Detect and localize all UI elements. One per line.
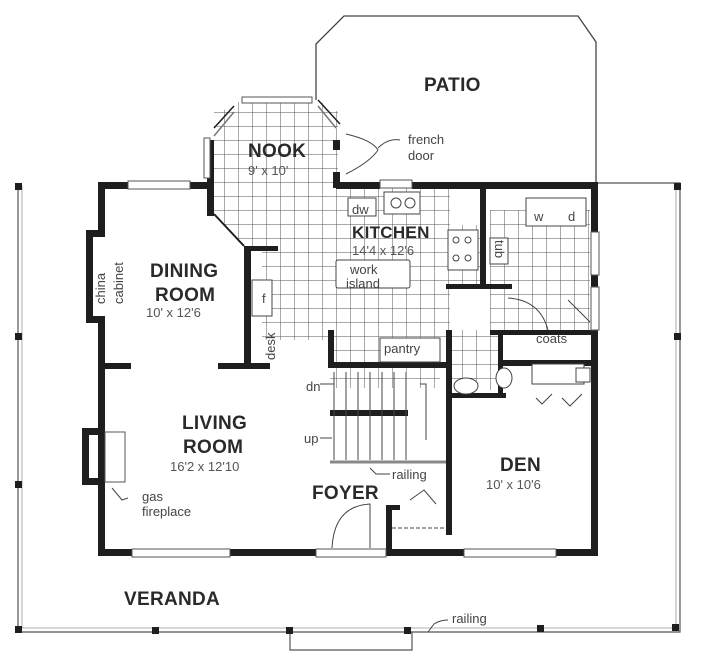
- note-desk: desk: [263, 332, 278, 360]
- patio-outline: [315, 15, 597, 182]
- room-size-nook: 9' x 10': [248, 163, 289, 178]
- room-size-den: 10' x 10'6: [486, 477, 541, 492]
- note-pantry: pantry: [384, 341, 421, 356]
- note-work-island: work: [350, 262, 378, 277]
- room-label-living-2: ROOM: [183, 437, 244, 458]
- kitchen-fixtures: [251, 191, 591, 395]
- interior-walls: [105, 186, 592, 553]
- room-size-living: 16'2 x 12'10: [170, 459, 240, 474]
- room-size-dining: 10' x 12'6: [146, 305, 201, 320]
- room-label-dining: DINING: [150, 261, 219, 282]
- note-gas-fireplace: gas: [142, 489, 163, 504]
- note-work-island-2: island: [346, 276, 380, 291]
- note-french-door: french: [408, 132, 445, 147]
- note-dishwasher: dw: [352, 202, 369, 217]
- note-china-cabinet: china: [93, 272, 108, 304]
- note-fridge: f: [262, 291, 266, 306]
- note-gas-fireplace-2: fireplace: [142, 504, 192, 519]
- french-door-swing: [345, 133, 401, 175]
- leaders: [111, 467, 449, 633]
- room-label-veranda: VERANDA: [124, 589, 221, 610]
- room-label-nook: NOOK: [248, 141, 307, 162]
- note-stair-railing: railing: [392, 467, 427, 482]
- veranda-posts: [15, 183, 681, 634]
- note-coats: coats: [536, 331, 568, 346]
- note-dryer: d: [568, 209, 576, 224]
- note-washer: w: [534, 209, 544, 224]
- tile-floor: [214, 100, 590, 390]
- room-size-kitchen: 14'4 x 12'6: [352, 243, 415, 258]
- note-stairs-up: up: [304, 431, 319, 446]
- note-china-cabinet-2: cabinet: [111, 262, 126, 304]
- room-label-foyer: FOYER: [312, 483, 379, 504]
- stairs: [320, 372, 446, 464]
- note-french-door-2: door: [408, 148, 435, 163]
- note-veranda-railing: railing: [452, 611, 487, 626]
- room-label-den: DEN: [500, 455, 542, 476]
- nook-bay: [213, 99, 341, 247]
- room-label-kitchen: KITCHEN: [352, 223, 430, 242]
- room-label-living: LIVING: [182, 413, 248, 434]
- note-stairs-down: dn: [306, 379, 321, 394]
- room-label-dining-2: ROOM: [155, 285, 216, 306]
- note-tub: tub: [492, 240, 507, 259]
- room-label-patio: PATIO: [424, 75, 481, 96]
- windows: [104, 96, 600, 558]
- door-swings: [331, 297, 591, 549]
